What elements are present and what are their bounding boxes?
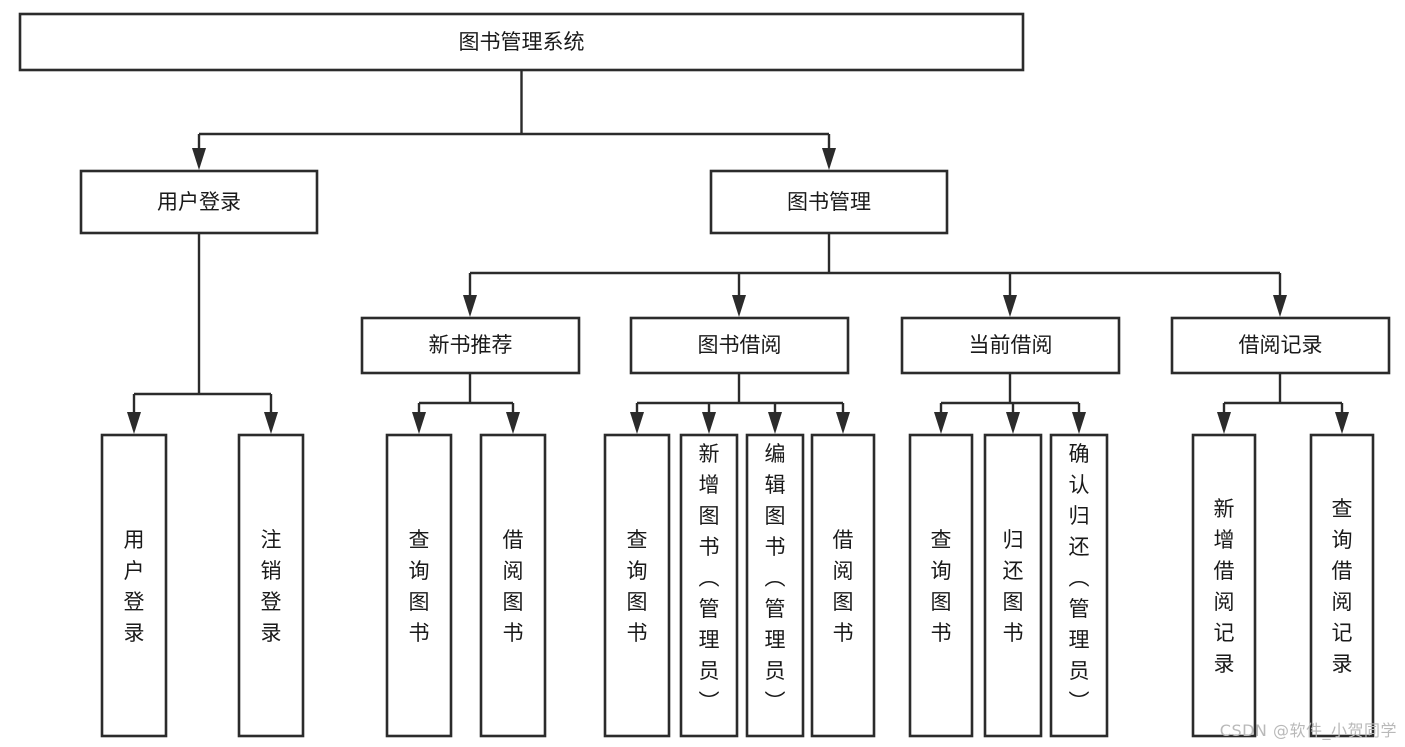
node-leaf-borrow-book-2-box[interactable]: [810, 433, 876, 738]
arrowhead-book-borrow: [732, 295, 746, 317]
node-borrow-record-label: 借阅记录: [1239, 333, 1323, 357]
node-leaf-user-logout-box[interactable]: [237, 433, 305, 738]
node-leaf-return-book-box[interactable]: [983, 433, 1043, 738]
node-user-login-label: 用户登录: [157, 190, 241, 214]
arrowhead-user-login: [192, 148, 206, 170]
node-leaf-edit-book-admin-box[interactable]: [745, 433, 805, 738]
node-leaf-query-book-3-label: 查询图书: [931, 528, 952, 645]
node-leaf-return-book[interactable]: 归还图书: [983, 433, 1043, 738]
arrowhead-leaf-borrow-book-1: [506, 412, 520, 434]
node-leaf-add-book-admin[interactable]: 新增图书︵管理员︶: [679, 433, 739, 738]
node-leaf-query-book-1[interactable]: 查询图书: [385, 433, 453, 738]
node-leaf-add-book-admin-label: 新增图书︵管理员︶: [699, 442, 720, 714]
node-leaf-confirm-return-admin-label: 确认归还︵管理员︶: [1069, 442, 1090, 714]
node-leaf-borrow-book-2-label: 借阅图书: [833, 528, 854, 645]
node-new-book-rec-box[interactable]: [360, 316, 581, 375]
node-leaf-add-borrow-record-label: 新增借阅记录: [1214, 497, 1235, 676]
node-leaf-query-borrow-record-box[interactable]: [1309, 433, 1375, 738]
node-leaf-return-book-label: 归还图书: [1003, 528, 1024, 645]
node-book-borrow-box[interactable]: [629, 316, 850, 375]
node-book-manage-box[interactable]: [709, 169, 949, 235]
node-leaf-add-borrow-record[interactable]: 新增借阅记录: [1191, 433, 1257, 738]
arrowhead-leaf-borrow-book-2: [836, 412, 850, 434]
node-root-label: 图书管理系统: [459, 30, 585, 54]
node-leaf-user-login-label: 用户登录: [124, 528, 145, 645]
node-leaf-edit-book-admin-label: 编辑图书︵管理员︶: [765, 442, 786, 714]
node-leaf-query-borrow-record[interactable]: 查询借阅记录: [1309, 433, 1375, 738]
csdn-watermark: CSDN @软件_小贺同学: [1219, 721, 1397, 740]
node-user-login-box[interactable]: [79, 169, 319, 235]
arrowhead-leaf-return-book: [1006, 412, 1020, 434]
node-leaf-query-borrow-record-label: 查询借阅记录: [1332, 497, 1353, 676]
arrowhead-leaf-query-book-3: [934, 412, 948, 434]
node-user-login[interactable]: 用户登录: [79, 169, 319, 235]
node-book-borrow[interactable]: 图书借阅: [629, 316, 850, 375]
arrowhead-current-borrow: [1003, 295, 1017, 317]
node-current-borrow[interactable]: 当前借阅: [900, 316, 1121, 375]
arrowhead-leaf-confirm-return-admin: [1072, 412, 1086, 434]
arrowhead-leaf-query-book-2: [630, 412, 644, 434]
node-leaf-query-book-3-box[interactable]: [908, 433, 974, 738]
node-book-manage-label: 图书管理: [787, 190, 871, 214]
node-new-book-rec-label: 新书推荐: [429, 333, 513, 357]
node-current-borrow-label: 当前借阅: [969, 333, 1053, 357]
node-leaf-query-book-1-label: 查询图书: [409, 528, 430, 645]
node-borrow-record-box[interactable]: [1170, 316, 1391, 375]
arrowhead-leaf-query-book-1: [412, 412, 426, 434]
node-leaf-borrow-book-2[interactable]: 借阅图书: [810, 433, 876, 738]
connector-layer: [127, 70, 1349, 434]
node-leaf-user-login-box[interactable]: [100, 433, 168, 738]
arrowhead-leaf-edit-book-admin: [768, 412, 782, 434]
node-new-book-rec[interactable]: 新书推荐: [360, 316, 581, 375]
arrowhead-book-manage: [822, 148, 836, 170]
node-leaf-user-login[interactable]: 用户登录: [100, 433, 168, 738]
node-leaf-borrow-book-1-label: 借阅图书: [503, 528, 524, 645]
node-leaf-edit-book-admin[interactable]: 编辑图书︵管理员︶: [745, 433, 805, 738]
arrowhead-leaf-add-book-admin: [702, 412, 716, 434]
node-root[interactable]: 图书管理系统: [18, 12, 1025, 72]
node-leaf-user-logout[interactable]: 注销登录: [237, 433, 305, 738]
node-leaf-borrow-book-1[interactable]: 借阅图书: [479, 433, 547, 738]
node-leaf-borrow-book-1-box[interactable]: [479, 433, 547, 738]
node-leaf-confirm-return-admin-box[interactable]: [1049, 433, 1109, 738]
node-leaf-query-book-2[interactable]: 查询图书: [603, 433, 671, 738]
node-borrow-record[interactable]: 借阅记录: [1170, 316, 1391, 375]
node-leaf-add-borrow-record-box[interactable]: [1191, 433, 1257, 738]
arrowhead-borrow-record: [1273, 295, 1287, 317]
node-book-manage[interactable]: 图书管理: [709, 169, 949, 235]
node-current-borrow-box[interactable]: [900, 316, 1121, 375]
arrowhead-leaf-query-borrow-record: [1335, 412, 1349, 434]
node-leaf-query-book-3[interactable]: 查询图书: [908, 433, 974, 738]
node-root-box[interactable]: [18, 12, 1025, 72]
arrowhead-new-book-rec: [463, 295, 477, 317]
node-leaf-query-book-1-box[interactable]: [385, 433, 453, 738]
node-leaf-user-logout-label: 注销登录: [261, 528, 282, 645]
arrowhead-leaf-user-login: [127, 412, 141, 434]
arrowhead-leaf-user-logout: [264, 412, 278, 434]
node-leaf-query-book-2-box[interactable]: [603, 433, 671, 738]
node-leaf-add-book-admin-box[interactable]: [679, 433, 739, 738]
arrowhead-leaf-add-borrow-record: [1217, 412, 1231, 434]
node-book-borrow-label: 图书借阅: [698, 333, 782, 357]
node-leaf-confirm-return-admin[interactable]: 确认归还︵管理员︶: [1049, 433, 1109, 738]
node-leaf-query-book-2-label: 查询图书: [627, 528, 648, 645]
